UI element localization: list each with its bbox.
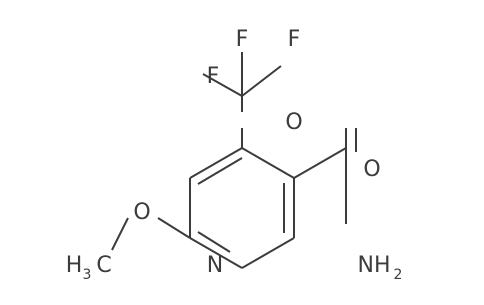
oxygen-atom-methoxy: O	[133, 200, 150, 225]
amide-nh-label: NH	[358, 253, 391, 278]
methyl-h-label: H	[66, 253, 83, 278]
fluorine-atom-top-right: F	[288, 27, 301, 52]
ring-double-bond-inner-top	[197, 157, 243, 185]
fluorine-atom-left: F	[207, 64, 220, 89]
bond-c6-o-methoxy	[157, 217, 191, 239]
oxygen-atom-trifluoromethoxy: O	[285, 110, 302, 135]
bond-cf3-f-left	[202, 73, 243, 97]
fluorine-atom-top-left: F	[236, 27, 249, 52]
bond-c3-carbonyl	[293, 147, 347, 179]
methyl-subscript-3: 3	[83, 267, 92, 283]
oxygen-atom-carbonyl: O	[363, 157, 380, 182]
nitrogen-atom-ring: N	[207, 253, 223, 278]
ring-bond-c4-c3	[241, 147, 295, 179]
ring-double-bond-inner-bottom	[197, 231, 231, 253]
ring-bond-n-c6	[189, 237, 243, 269]
amide-subscript-2: 2	[394, 267, 403, 283]
ring-bond-c2-n	[241, 237, 295, 269]
bond-cf3-f-right	[241, 65, 282, 97]
bond-o-methyl	[111, 217, 129, 251]
ring-bond-c5-c4	[189, 147, 243, 179]
methyl-c-label: C	[96, 253, 111, 278]
